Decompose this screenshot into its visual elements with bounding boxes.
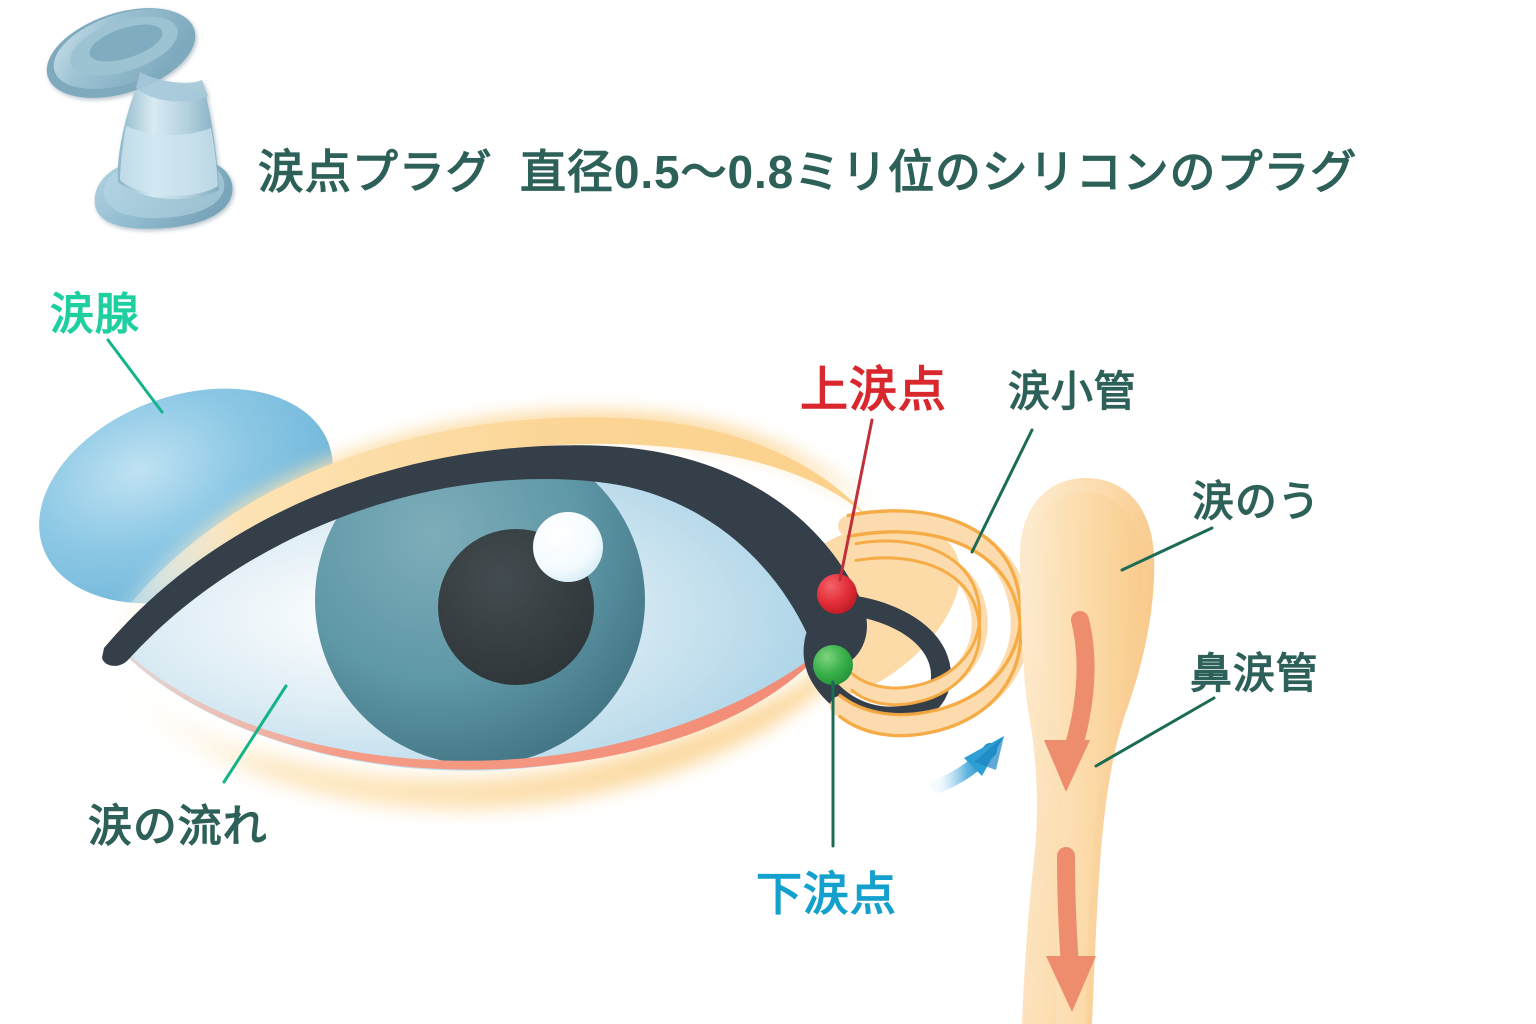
iris-and-pupil (315, 449, 645, 765)
label-nasolacrimal-duct: 鼻涙管 (1190, 650, 1319, 697)
label-upper-punctum: 上涙点 (800, 364, 947, 417)
lower-punctum-dot (813, 645, 853, 685)
label-lower-punctum: 下涙点 (756, 868, 897, 920)
leader-lacrimal-sac (1120, 526, 1214, 572)
leader-tear-flow (222, 684, 288, 784)
leader-lacrimal-gland (106, 338, 164, 414)
punctal-plug-illustration (46, 8, 233, 229)
lower-lid-rim (120, 612, 852, 770)
label-lacrimal-sac: 涙のう (1192, 478, 1321, 525)
label-tear-flow: 涙の流れ (88, 802, 268, 851)
leader-canaliculus (970, 428, 1034, 554)
label-lacrimal-gland: 涙腺 (50, 290, 140, 339)
label-canaliculus: 涙小管 (1008, 368, 1137, 415)
flow-arrow-sac-to-duct (1044, 611, 1095, 792)
corneal-highlight (533, 512, 603, 582)
leader-upper-punctum (838, 418, 874, 582)
upper-punctum-dot (817, 574, 857, 614)
plug-description: 直径0.5〜0.8ミリ位のシリコンのプラグ (520, 146, 1358, 198)
canaliculus-loop (830, 509, 1031, 738)
flow-arrow-into-sac (931, 736, 1004, 793)
leader-lines (106, 338, 1216, 848)
leader-nasolacrimal-duct (1094, 696, 1216, 768)
lacrimal-sac-and-duct (1020, 478, 1155, 1024)
flow-arrow-duct-outflow (1046, 847, 1096, 1012)
plug-title: 涙点プラグ (258, 146, 493, 198)
